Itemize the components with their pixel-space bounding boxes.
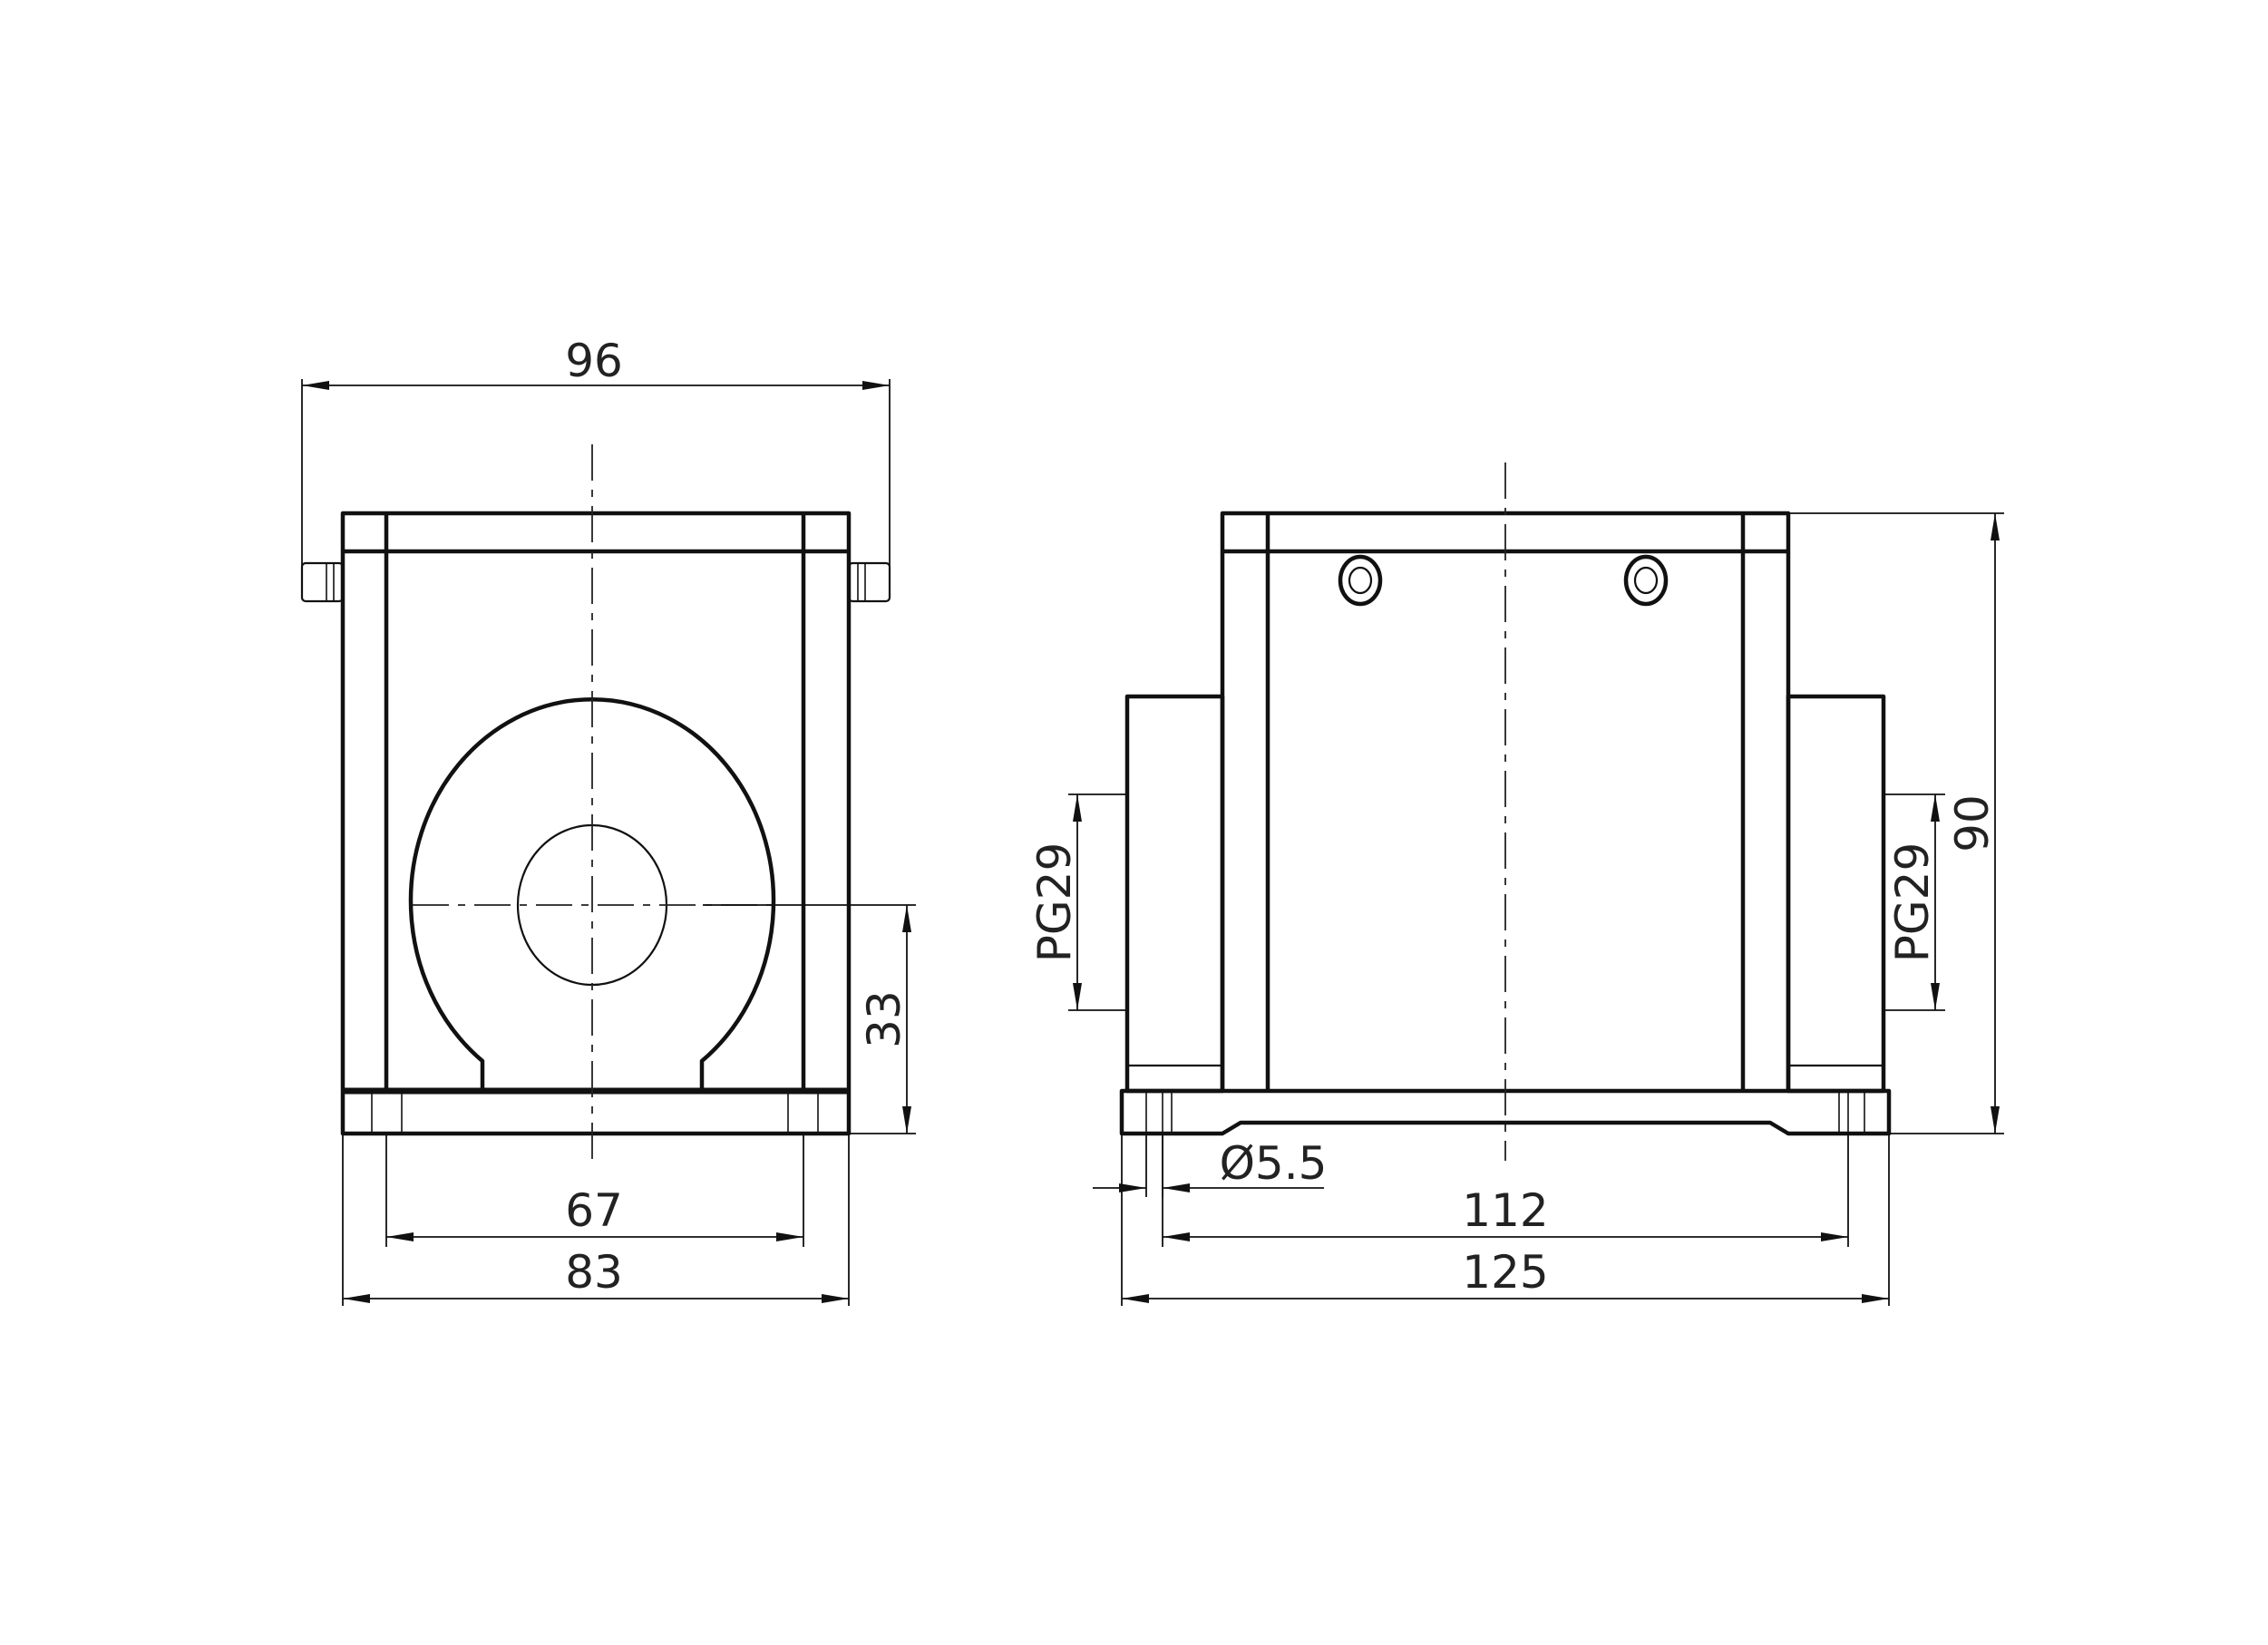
dimension-label-67: 67: [565, 1184, 623, 1237]
front-view: [300, 444, 891, 1161]
side-cable-boss-left: [1124, 694, 1225, 1094]
screw-icon: [1623, 554, 1669, 607]
dimension-label-diameter: Ø5.5: [1220, 1137, 1328, 1190]
side-dimension-125: 125: [1121, 1134, 1890, 1306]
dimension-label-pg29: PG29: [1886, 842, 1939, 963]
front-housing-outline: [340, 511, 852, 1136]
front-locking-pin-left: [300, 561, 345, 603]
side-dimension-hole-diameter: Ø5.5: [1093, 1134, 1327, 1197]
side-cable-boss-right: [1786, 694, 1886, 1094]
dimension-label-90: 90: [1946, 794, 1999, 852]
dimension-label-96: 96: [565, 335, 623, 387]
front-dimension-67: 67: [385, 1134, 804, 1247]
front-dimension-96: 96: [301, 335, 891, 580]
dimension-label-125: 125: [1462, 1246, 1548, 1299]
dimension-label-pg29: PG29: [1028, 842, 1081, 963]
side-view: [1119, 462, 1892, 1161]
dimension-label-83: 83: [565, 1246, 623, 1299]
dimension-arrow: [1163, 1183, 1190, 1192]
screw-icon: [1338, 554, 1383, 607]
side-dimension-90: 90: [1788, 512, 2004, 1134]
front-locking-pin-right: [847, 561, 891, 603]
front-dimension-33: 33: [703, 904, 916, 1134]
side-dimension-pg29-left: PG29: [1028, 793, 1127, 1011]
dimension-label-33: 33: [858, 990, 910, 1048]
dimension-label-112: 112: [1462, 1184, 1548, 1237]
side-dimension-pg29-right: PG29: [1884, 793, 1945, 1011]
side-base-plate: [1119, 1088, 1892, 1136]
side-dimension-112: 112: [1162, 1134, 1849, 1247]
front-dimension-83: 83: [342, 1134, 850, 1306]
